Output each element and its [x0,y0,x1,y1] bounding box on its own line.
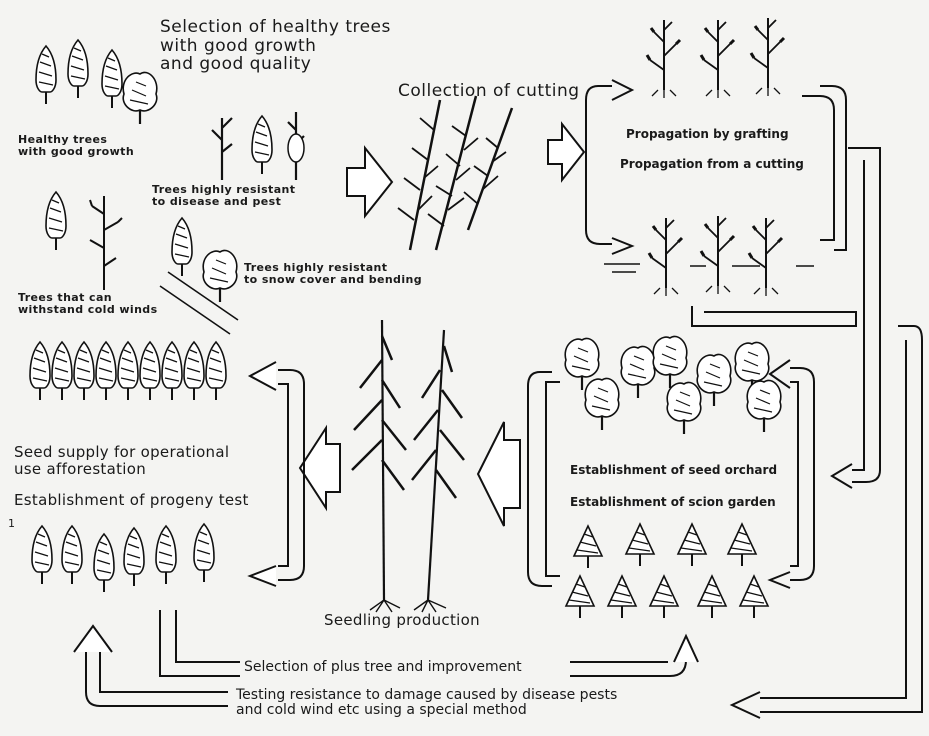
label-seed-supply: Seed supply for operational use afforest… [14,444,229,477]
snow-bending-trees [160,218,238,334]
label-healthy-trees: Healthy trees with good growth [18,134,134,158]
label-seedling-production: Seedling production [324,612,480,629]
label-plus-tree: Selection of plus tree and improvement [244,660,522,675]
propagation-frame [586,18,880,460]
label-withstand-cold: Trees that can withstand cold winds [18,292,158,316]
label-resistant-disease: Trees highly resistant to disease and pe… [152,184,295,208]
label-collection-cutting: Collection of cutting [398,82,580,101]
healthy-trees-group [36,40,157,124]
cuttings [398,96,512,250]
label-progeny-test: Establishment of progeny test [14,492,249,509]
left-bracket [250,362,304,586]
resistant-disease-trees [212,112,304,180]
dense-forest [30,342,226,400]
label-scion-garden: Establishment of scion garden [570,496,776,509]
label-propagation-cutting: Propagation from a cutting [620,158,804,171]
arrow-to-propagation [548,124,584,180]
label-seed-orchard: Establishment of seed orchard [570,464,777,477]
arrow-to-cutting [347,148,392,216]
label-selection-healthy: Selection of healthy trees with good gro… [160,18,391,74]
margin-mark: 1 [8,518,15,530]
label-testing-resistance: Testing resistance to damage caused by d… [236,688,617,719]
seedlings [352,320,464,612]
label-resistant-snow: Trees highly resistant to snow cover and… [244,262,422,286]
cold-wind-trees [46,192,122,290]
progeny-trees [32,524,214,592]
orchard-frame [528,336,814,618]
arrow-to-seedling [478,422,520,526]
return-line-a [692,306,856,326]
label-propagation-grafting: Propagation by grafting [626,128,789,141]
arrow-to-seed-supply [300,428,340,508]
